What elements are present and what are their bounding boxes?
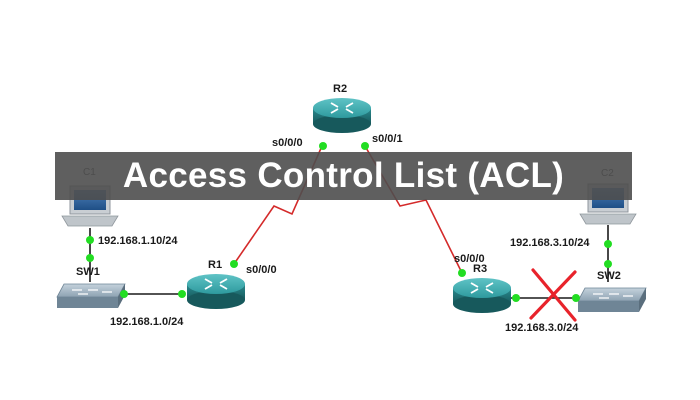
label-sw2: SW2 — [597, 270, 621, 282]
label-lan3: 192.168.3.0/24 — [505, 322, 579, 334]
switch-sw1-icon[interactable] — [56, 283, 126, 308]
port-dot — [604, 240, 612, 248]
switch-sw2-icon[interactable] — [577, 287, 647, 312]
router-r3-icon[interactable] — [453, 278, 511, 313]
port-dot — [86, 254, 94, 262]
label-r1-serial-interface: s0/0/0 — [246, 264, 277, 276]
label-r2-right-interface: s0/0/1 — [372, 133, 403, 145]
label-c1-ip: 192.168.1.10/24 — [98, 235, 178, 247]
acl-block-cross-icon — [529, 268, 577, 322]
label-r1: R1 — [208, 259, 222, 271]
label-c2-ip: 192.168.3.10/24 — [510, 237, 590, 249]
port-dot — [572, 294, 580, 302]
port-dot — [230, 260, 238, 268]
port-indicators — [86, 142, 612, 302]
title-banner: Access Control List (ACL) — [55, 152, 632, 200]
port-dot — [120, 290, 128, 298]
label-r2: R2 — [333, 83, 347, 95]
router-r1-icon[interactable] — [187, 274, 245, 309]
banner-title: Access Control List (ACL) — [122, 156, 565, 195]
label-r3-serial-interface: s0/0/0 — [454, 253, 485, 265]
router-r2-icon[interactable] — [313, 98, 371, 133]
label-r2-left-interface: s0/0/0 — [272, 137, 303, 149]
port-dot — [86, 236, 94, 244]
label-sw1: SW1 — [76, 266, 100, 278]
label-r3: R3 — [473, 263, 487, 275]
port-dot — [178, 290, 186, 298]
port-dot — [361, 142, 369, 150]
port-dot — [319, 142, 327, 150]
port-dot — [512, 294, 520, 302]
label-lan1: 192.168.1.0/24 — [110, 316, 184, 328]
port-dot — [604, 260, 612, 268]
port-dot — [458, 269, 466, 277]
